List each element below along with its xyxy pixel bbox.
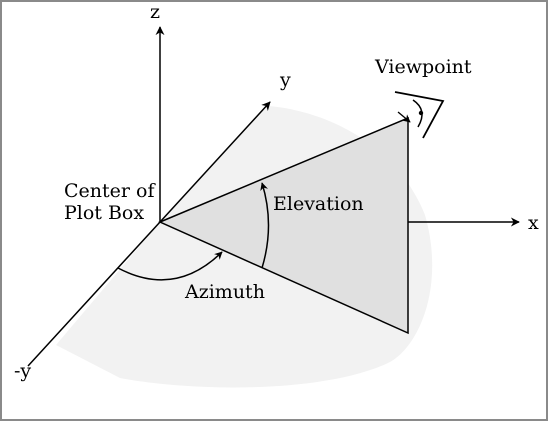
neg-y-axis-label: -y [14, 360, 31, 382]
viewpoint-eye-icon [394, 91, 445, 139]
y-axis-label: y [279, 69, 291, 91]
view-triangle [158, 116, 409, 335]
neg-y-axis [27, 221, 161, 367]
viewpoint-label: Viewpoint [374, 56, 472, 78]
z-axis-label: z [150, 1, 160, 23]
y-axis [159, 101, 271, 223]
elevation-label: Elevation [273, 193, 364, 215]
x-axis-label: x [528, 212, 539, 234]
center-label-line1: Center of [64, 180, 156, 202]
center-label-line2: Plot Box [64, 202, 144, 224]
elevation-arc [260, 182, 270, 269]
azimuth-label: Azimuth [184, 281, 265, 303]
viewpoint-arrow [397, 111, 411, 123]
azimuth-arc [117, 251, 223, 281]
